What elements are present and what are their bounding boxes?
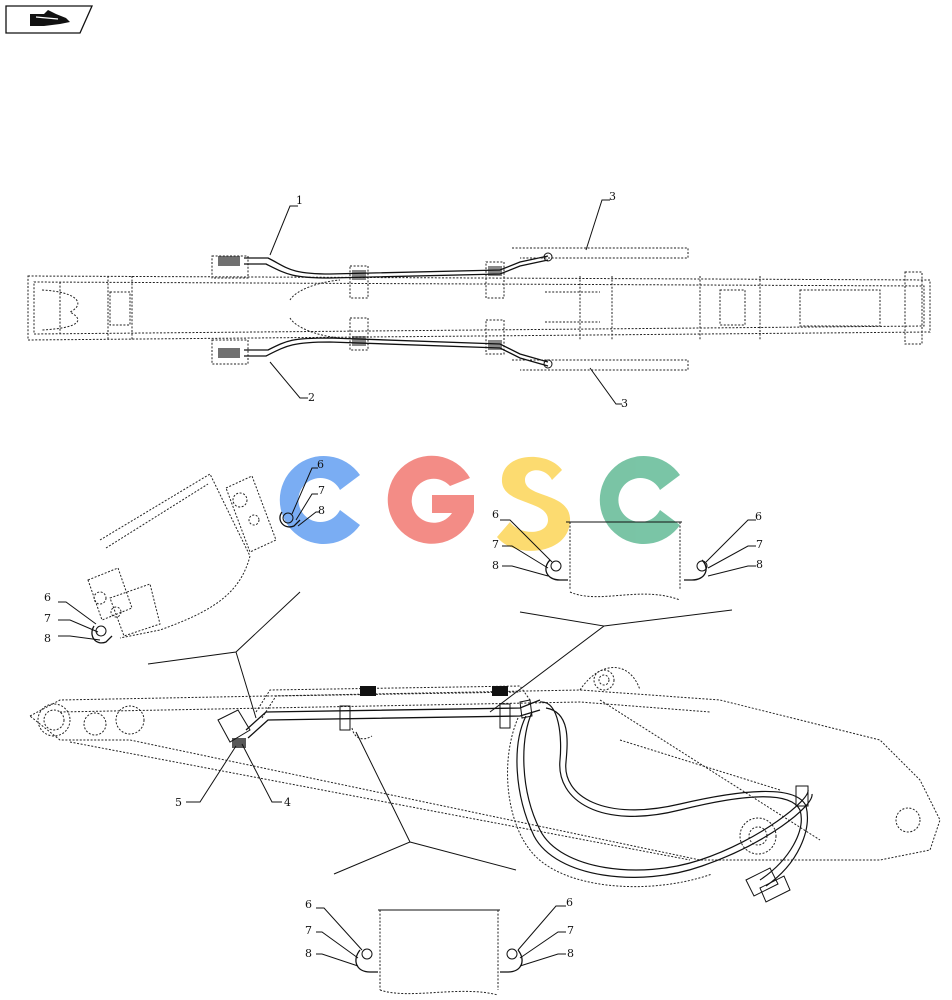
detail-d-leader: [333, 731, 517, 875]
svg-text:8: 8: [318, 504, 325, 517]
callout-top-1: 1: [269, 194, 303, 256]
svg-text:6: 6: [305, 898, 312, 911]
detail-a-bracket: [87, 473, 301, 644]
callout-bottom-5: 5: [175, 745, 237, 809]
svg-text:5: 5: [175, 796, 182, 809]
svg-text:8: 8: [492, 559, 499, 572]
watermark-letter-c2: [599, 456, 680, 544]
watermark-letter-c1: [279, 456, 360, 544]
callout-bottom-4: 4: [241, 743, 291, 809]
svg-text:8: 8: [44, 632, 51, 645]
boom-side-view: [29, 667, 941, 903]
callout-top-3a: 3: [585, 190, 616, 251]
watermark: [279, 455, 680, 551]
callouts-detail-b-left: 6 7 8: [44, 591, 101, 645]
detail-c-leader: [489, 609, 733, 713]
detail-a-leader: [147, 591, 301, 719]
svg-text:7: 7: [305, 924, 312, 937]
callouts-detail-d-left: 6 7 8: [305, 898, 363, 967]
hand-pointer-icon: [30, 10, 70, 26]
svg-text:6: 6: [44, 591, 51, 604]
svg-text:8: 8: [567, 947, 574, 960]
svg-text:6: 6: [492, 508, 499, 521]
svg-text:7: 7: [756, 538, 763, 551]
svg-text:7: 7: [492, 538, 499, 551]
watermark-letter-s: [497, 456, 571, 551]
callout-top-3b: 3: [589, 367, 628, 410]
svg-text:1: 1: [296, 194, 303, 207]
svg-text:4: 4: [284, 796, 291, 809]
svg-text:3: 3: [609, 190, 616, 203]
svg-text:7: 7: [44, 612, 51, 625]
detail-d-section: [355, 909, 523, 996]
watermark-letter-g: [387, 455, 474, 544]
svg-text:6: 6: [755, 510, 762, 523]
nav-button[interactable]: [5, 5, 94, 34]
svg-text:8: 8: [756, 558, 763, 571]
detail-c-section: [545, 521, 708, 601]
callouts-detail-d-right: 6 7 8: [517, 896, 574, 967]
callouts-detail-a-top: 6 7 8: [291, 458, 325, 527]
svg-text:6: 6: [566, 896, 573, 909]
boom-top-view: [27, 247, 931, 371]
callouts-detail-c-left: 6 7 8: [492, 508, 553, 577]
svg-text:6: 6: [317, 458, 324, 471]
svg-text:3: 3: [621, 397, 628, 410]
svg-text:7: 7: [318, 484, 325, 497]
svg-text:2: 2: [308, 391, 315, 404]
svg-text:8: 8: [305, 947, 312, 960]
svg-text:7: 7: [567, 924, 574, 937]
callout-top-2: 2: [269, 361, 315, 404]
callouts-detail-c-right: 6 7 8: [705, 510, 763, 577]
